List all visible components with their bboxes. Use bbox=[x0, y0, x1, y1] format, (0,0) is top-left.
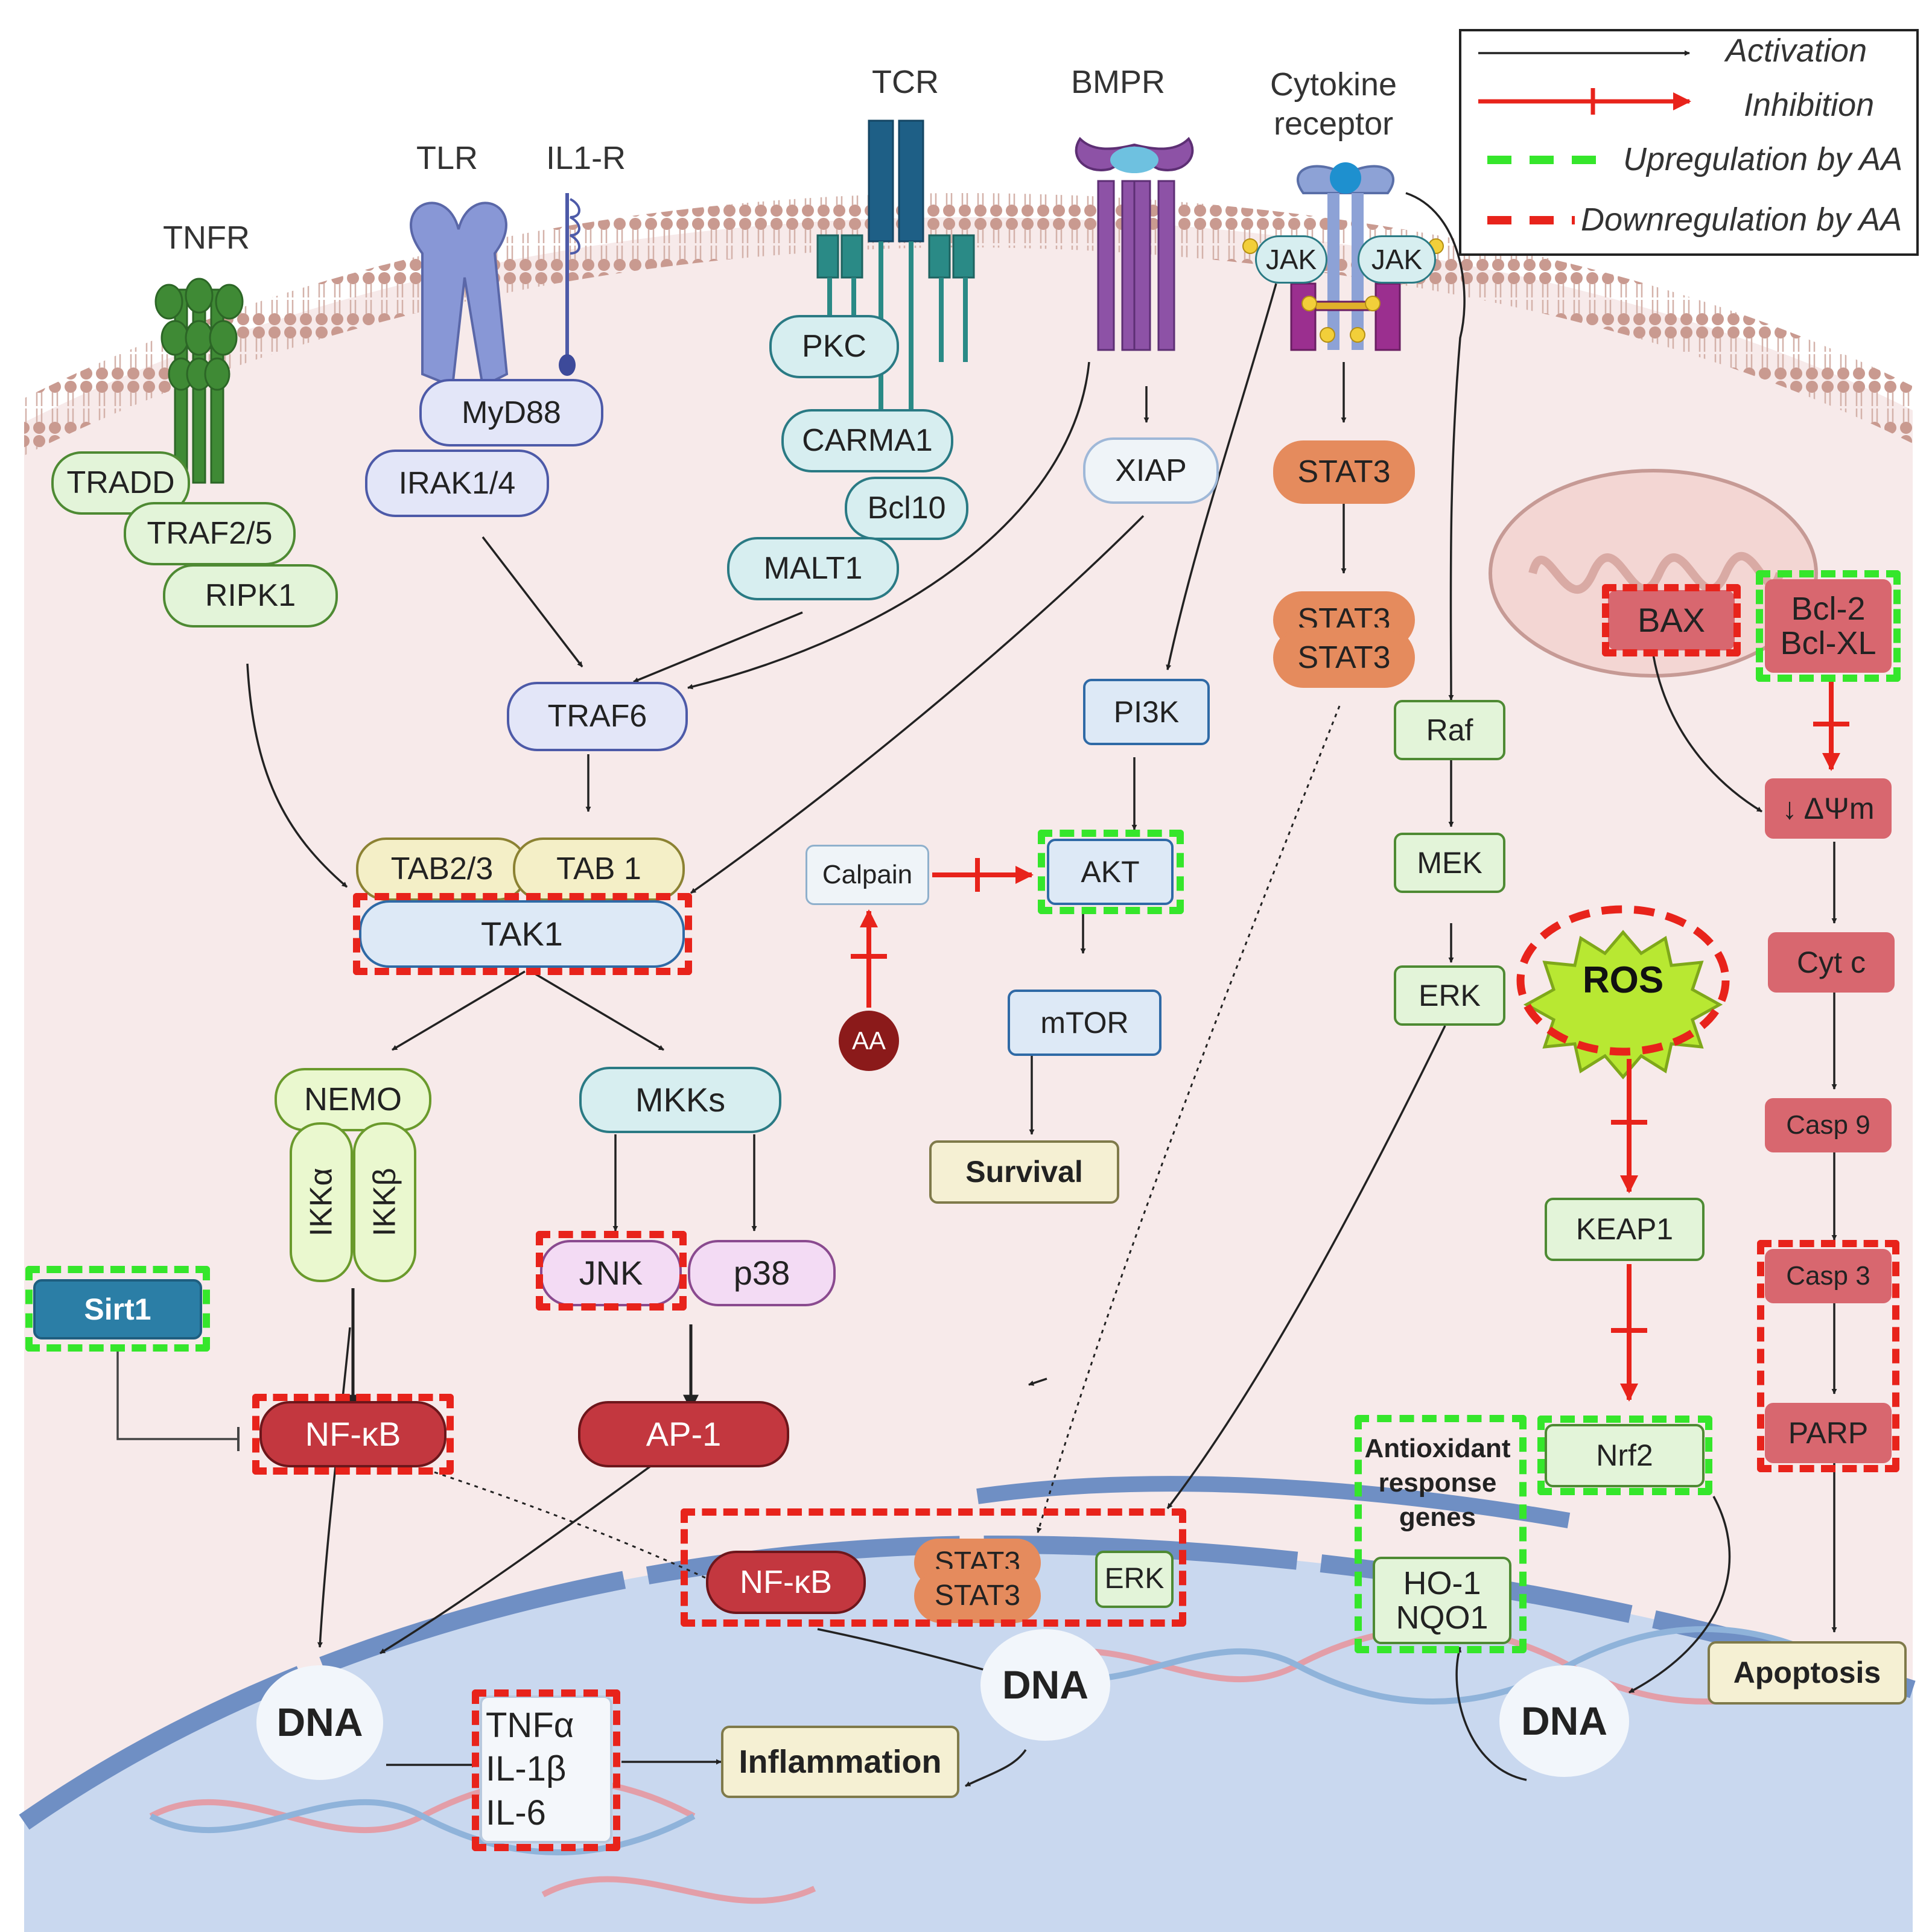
p38-node: p38 bbox=[688, 1240, 836, 1306]
nuclear-complex-downregulation-box bbox=[681, 1508, 1186, 1627]
irak-node: IRAK1/4 bbox=[365, 450, 549, 517]
ap1-node: AP-1 bbox=[578, 1401, 789, 1467]
bax-downregulation-box bbox=[1602, 584, 1741, 656]
jak-right: JAK bbox=[1358, 235, 1436, 284]
dna-left: DNA bbox=[256, 1665, 383, 1780]
nemo-node: NEMO bbox=[275, 1068, 431, 1131]
carma1-node: CARMA1 bbox=[781, 409, 953, 472]
erk-nuclear-node: ERK bbox=[1095, 1551, 1174, 1608]
cytokine-receptor-label: Cytokine receptor bbox=[1270, 66, 1397, 142]
cytc-node: Cyt c bbox=[1768, 932, 1895, 993]
nfkb-downregulation-box bbox=[252, 1394, 454, 1475]
jnk-downregulation-box bbox=[536, 1231, 687, 1311]
calpain-node: Calpain bbox=[806, 845, 929, 905]
survival-node: Survival bbox=[929, 1140, 1119, 1204]
mtor-node: mTOR bbox=[1008, 990, 1161, 1056]
ros-node: ROS bbox=[1582, 959, 1664, 1002]
tnfr-label: TNFR bbox=[163, 220, 250, 256]
cytokines-node: TNFα IL-1β IL-6 bbox=[480, 1695, 612, 1843]
bmpr-label: BMPR bbox=[1071, 64, 1166, 100]
bcl10-node: Bcl10 bbox=[845, 477, 968, 540]
mek-node: MEK bbox=[1394, 833, 1505, 893]
sirt1-upregulation-box bbox=[25, 1266, 210, 1352]
tradd-node: TRADD bbox=[51, 451, 190, 515]
tcr-label: TCR bbox=[872, 64, 939, 100]
erk-node: ERK bbox=[1394, 965, 1505, 1026]
stat3-dimer-bottom: STAT3 bbox=[1273, 628, 1415, 688]
dna-middle: DNA bbox=[980, 1629, 1110, 1741]
traf25-node: TRAF2/5 bbox=[124, 502, 296, 565]
antioxidant-genes-label: Antioxidant response genes bbox=[1364, 1433, 1511, 1533]
nfkb-node: NF-κB bbox=[259, 1401, 446, 1467]
jak-left: JAK bbox=[1255, 235, 1327, 284]
antioxidant-upregulation-box bbox=[1355, 1415, 1527, 1653]
pkc-node: PKC bbox=[769, 315, 899, 378]
parp-node: PARP bbox=[1765, 1403, 1892, 1463]
legend-upregulation-label: Upregulation by AA bbox=[1623, 141, 1903, 177]
stat3-node: STAT3 bbox=[1273, 440, 1415, 504]
inflammation-node: Inflammation bbox=[721, 1726, 959, 1798]
xiap-node: XIAP bbox=[1083, 437, 1219, 504]
casp3-parp-downregulation-box bbox=[1757, 1240, 1899, 1472]
tak1-downregulation-box bbox=[353, 893, 692, 975]
ripk1-node: RIPK1 bbox=[163, 564, 338, 628]
akt-upregulation-box bbox=[1038, 830, 1184, 914]
bax-node: BAX bbox=[1608, 590, 1735, 650]
ho1-nqo1-node: HO-1 NQO1 bbox=[1373, 1557, 1511, 1644]
legend-downregulation-label: Downregulation by AA bbox=[1581, 202, 1902, 238]
ikka-node: IKKα bbox=[290, 1122, 353, 1282]
casp3-node: Casp 3 bbox=[1765, 1249, 1892, 1303]
il1r-label: IL1-R bbox=[546, 140, 626, 176]
ikkb-label: IKKβ bbox=[367, 1168, 402, 1237]
casp9-node: Casp 9 bbox=[1765, 1098, 1892, 1152]
pi3k-node: PI3K bbox=[1083, 679, 1210, 745]
legend-activation-label: Activation bbox=[1726, 33, 1867, 69]
ikka-label: IKKα bbox=[303, 1168, 339, 1237]
cytokines-downregulation-box bbox=[472, 1689, 620, 1851]
raf-node: Raf bbox=[1394, 700, 1505, 760]
dpsim-node: ↓ ΔΨm bbox=[1765, 778, 1892, 839]
bcl2-upregulation-box bbox=[1756, 570, 1901, 682]
legend-inhibition-label: Inhibition bbox=[1744, 87, 1875, 123]
mkks-node: MKKs bbox=[579, 1067, 781, 1133]
tak1-node: TAK1 bbox=[359, 900, 685, 968]
nrf2-node: Nrf2 bbox=[1545, 1424, 1705, 1487]
malt1-node: MALT1 bbox=[727, 537, 899, 600]
myd88-node: MyD88 bbox=[419, 379, 603, 446]
tab1-node: TAB 1 bbox=[513, 837, 685, 901]
tab23-node: TAB2/3 bbox=[356, 837, 528, 901]
sirt1-node: Sirt1 bbox=[33, 1279, 202, 1339]
aa-label: AA bbox=[851, 1026, 886, 1055]
apoptosis-node: Apoptosis bbox=[1708, 1641, 1907, 1705]
nfkb-nuclear-node: NF-κB bbox=[706, 1551, 866, 1614]
dna-right: DNA bbox=[1499, 1665, 1629, 1777]
nrf2-upregulation-box bbox=[1537, 1416, 1712, 1495]
traf6-node: TRAF6 bbox=[507, 682, 688, 751]
ikkb-node: IKKβ bbox=[353, 1122, 416, 1282]
akt-node: AKT bbox=[1047, 839, 1174, 905]
bcl2-node: Bcl-2 Bcl-XL bbox=[1765, 579, 1892, 673]
keap1-node: KEAP1 bbox=[1545, 1198, 1705, 1261]
tlr-label: TLR bbox=[416, 140, 478, 176]
